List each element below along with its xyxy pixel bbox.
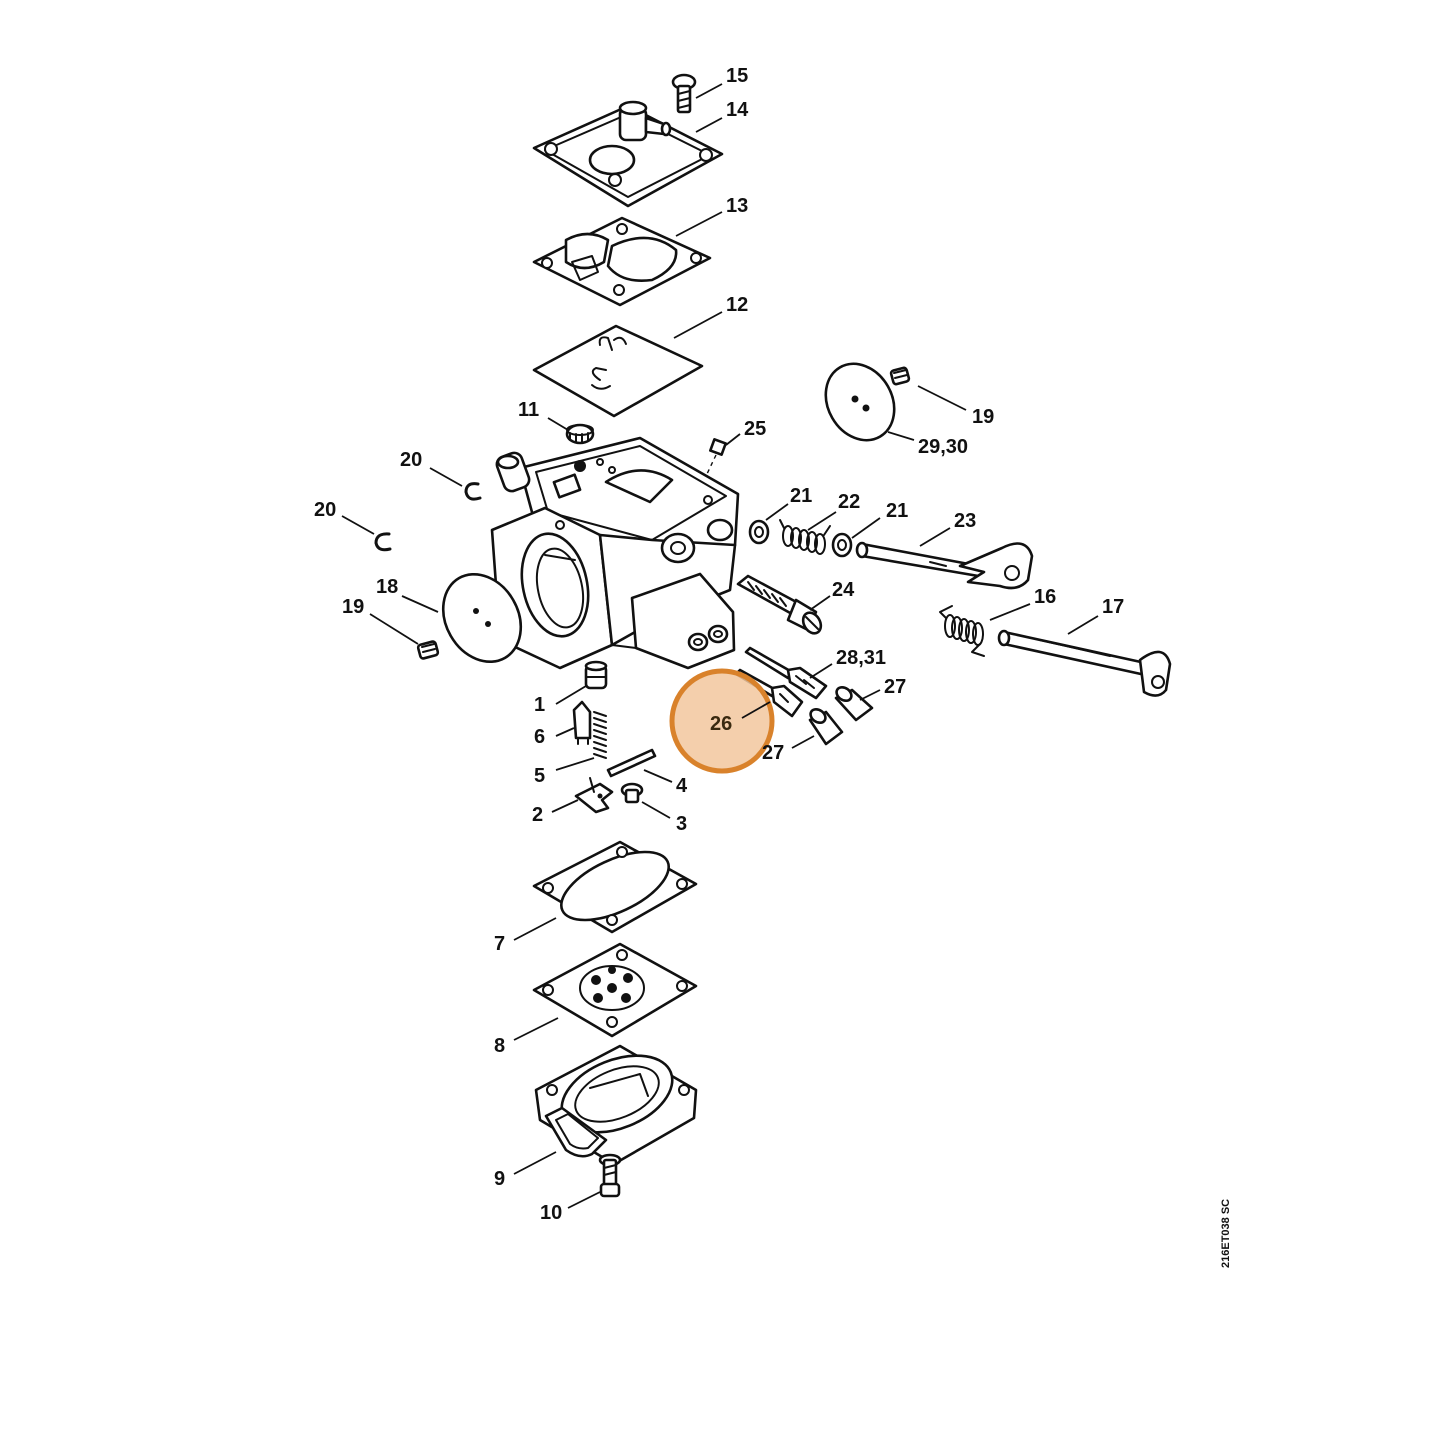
part-4-pin: [606, 748, 657, 778]
part-20-retainer-upper: [464, 482, 482, 501]
callout-22[interactable]: 22: [838, 491, 860, 513]
callout-3[interactable]: 3: [676, 813, 687, 835]
part-19-screw-right: [889, 366, 911, 386]
callout-20-lower[interactable]: 20: [314, 499, 336, 521]
callout-21-left[interactable]: 21: [790, 485, 812, 507]
part-9-metering-cover: [534, 1044, 698, 1166]
callout-25[interactable]: 25: [744, 418, 766, 440]
part-6-inlet-needle: [572, 700, 592, 745]
part-28-31-needle: [744, 646, 828, 700]
part-13-gasket: [532, 216, 712, 307]
part-12-diaphragm: [532, 324, 704, 418]
carburetor-body: [490, 436, 740, 670]
part-27-cap-upper: [834, 685, 874, 722]
callout-5[interactable]: 5: [534, 765, 545, 787]
part-5-spring: [593, 711, 607, 759]
callout-28-31[interactable]: 28,31: [836, 647, 886, 669]
callout-8[interactable]: 8: [494, 1035, 505, 1057]
callout-13[interactable]: 13: [726, 195, 748, 217]
part-7-gasket: [532, 840, 698, 934]
part-3-screw: [620, 782, 644, 804]
callout-9[interactable]: 9: [494, 1168, 505, 1190]
part-29-30-throttle-plate: [824, 362, 896, 442]
callout-6[interactable]: 6: [534, 726, 545, 748]
callout-24[interactable]: 24: [832, 579, 855, 601]
highlight-marker[interactable]: [669, 668, 775, 774]
image-code: 216ET038 SC: [1220, 1199, 1232, 1268]
callout-23[interactable]: 23: [954, 510, 976, 532]
part-10-screw: [598, 1153, 622, 1198]
callout-29-30[interactable]: 29,30: [918, 436, 968, 458]
callout-19-left[interactable]: 19: [342, 596, 364, 618]
part-24-adjusting-screw: [736, 574, 823, 635]
part-20-retainer-lower: [374, 532, 392, 552]
leader-lines: [341, 83, 1099, 1209]
part-15-screw: [671, 73, 697, 114]
callout-19-right[interactable]: 19: [972, 406, 994, 428]
callout-27-lower[interactable]: 27: [762, 742, 784, 764]
callout-11[interactable]: 11: [518, 399, 539, 421]
callout-26-highlighted[interactable]: 26: [710, 713, 732, 735]
callout-27-upper[interactable]: 27: [884, 676, 906, 698]
part-16-spring: [939, 605, 985, 657]
callout-12[interactable]: 12: [726, 294, 748, 316]
part-11-strainer: [565, 423, 595, 445]
part-18-choke-plate: [441, 572, 523, 664]
part-21-washer-right: [831, 532, 853, 558]
callout-1[interactable]: 1: [534, 694, 545, 716]
callout-10[interactable]: 10: [540, 1202, 562, 1224]
callout-16[interactable]: 16: [1034, 586, 1056, 608]
part-27-cap-lower: [808, 707, 844, 746]
part-17-throttle-shaft: [997, 629, 1172, 697]
callout-18[interactable]: 18: [376, 576, 398, 598]
callout-7[interactable]: 7: [494, 933, 505, 955]
callout-17[interactable]: 17: [1102, 596, 1124, 618]
part-22-spring: [779, 519, 831, 555]
callout-labels: 15 14 13 12 11 25 19 29,30 20 20 21 22 2…: [314, 65, 1124, 1224]
part-14-pump-cover: [532, 100, 724, 208]
callout-14[interactable]: 14: [726, 99, 749, 121]
part-23-choke-shaft: [855, 541, 1034, 590]
part-8-diaphragm: [532, 942, 698, 1038]
callout-2[interactable]: 2: [532, 804, 543, 826]
part-2-control-lever: [574, 777, 614, 814]
callout-21-right[interactable]: 21: [886, 500, 908, 522]
callout-20-upper[interactable]: 20: [400, 449, 422, 471]
part-1-valve-seat: [584, 660, 608, 690]
callout-15[interactable]: 15: [726, 65, 748, 87]
part-19-screw-left: [416, 640, 440, 660]
callout-4[interactable]: 4: [676, 775, 688, 797]
part-21-washer-left: [748, 519, 770, 545]
